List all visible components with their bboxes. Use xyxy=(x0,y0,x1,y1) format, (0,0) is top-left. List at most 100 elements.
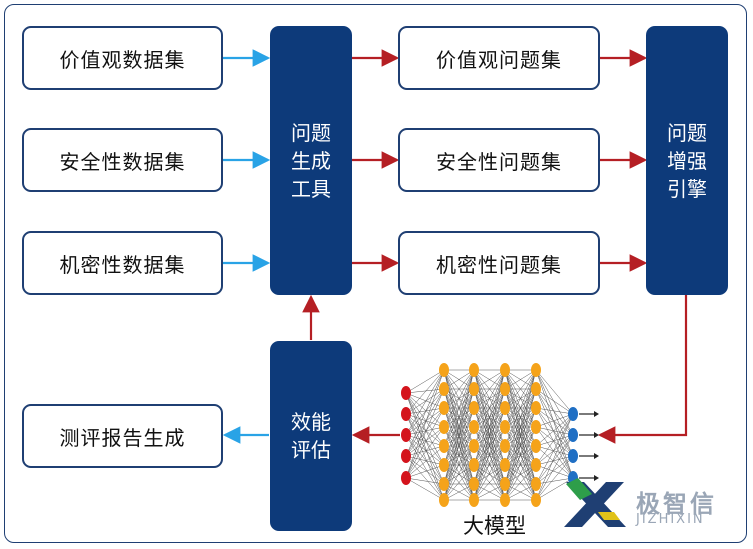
nn-edge xyxy=(473,464,506,501)
nn-edge xyxy=(405,392,445,501)
nn-edge xyxy=(405,388,445,415)
nn-edge xyxy=(535,464,574,479)
nn-edge xyxy=(405,434,445,485)
nn-node xyxy=(531,363,541,377)
dataset-values-label: 价值观数据集 xyxy=(59,47,186,72)
nn-edge xyxy=(405,445,445,457)
qset-confidentiality-label: 机密性问题集 xyxy=(436,252,562,277)
nn-edge xyxy=(405,413,445,485)
nn-node xyxy=(401,471,411,485)
nn-output-arrowhead xyxy=(594,453,599,459)
arrow-enhancer-model xyxy=(597,295,688,444)
question-enhancer-block: 问题 增强 引擎 xyxy=(646,26,728,295)
nn-node xyxy=(401,407,411,421)
nn-edge xyxy=(443,369,475,501)
enhancer-line-3: 引擎 xyxy=(667,176,707,201)
nn-edge xyxy=(405,369,445,479)
nn-edge xyxy=(443,407,475,501)
nn-edge xyxy=(405,413,445,428)
nn-edge xyxy=(405,413,445,447)
nn-node xyxy=(500,382,510,396)
nn-edge xyxy=(535,434,574,466)
nn-edge xyxy=(405,407,445,415)
nn-node xyxy=(439,439,449,453)
nn-edge xyxy=(405,388,445,436)
nn-edge xyxy=(504,407,537,485)
nn-edge xyxy=(405,392,445,485)
nn-edge xyxy=(443,407,475,485)
nn-edge xyxy=(405,455,445,501)
nn-edge xyxy=(443,426,475,485)
report-generation-box: 测评报告生成 xyxy=(22,404,223,468)
dataset-confidentiality-box: 机密性数据集 xyxy=(22,231,223,295)
nn-edge xyxy=(405,434,445,447)
nn-edge xyxy=(535,369,574,479)
nn-edge xyxy=(535,434,574,501)
diagram-frame xyxy=(4,4,747,543)
nn-edge xyxy=(535,369,574,436)
nn-node xyxy=(568,428,578,442)
nn-node xyxy=(500,477,510,491)
nn-edge xyxy=(535,426,574,479)
nn-edge xyxy=(405,392,445,466)
nn-edge xyxy=(535,426,574,457)
nn-edge xyxy=(535,455,574,485)
nn-node xyxy=(439,401,449,415)
nn-node xyxy=(469,477,479,491)
nn-edge xyxy=(535,388,574,415)
nn-edge xyxy=(473,426,506,485)
qset-confidentiality-box: 机密性问题集 xyxy=(398,231,600,295)
nn-edge xyxy=(405,413,445,501)
nn-edge xyxy=(405,388,445,479)
nn-edge xyxy=(535,413,574,485)
neural-network-icon xyxy=(401,363,599,507)
nn-node xyxy=(439,477,449,491)
logo-mark-icon xyxy=(564,478,626,527)
nn-edge xyxy=(535,413,574,447)
nn-edge xyxy=(535,426,574,436)
nn-output-arrowhead xyxy=(594,432,599,438)
evaluator-line-2: 评估 xyxy=(291,438,331,462)
nn-edge xyxy=(535,434,574,447)
nn-node xyxy=(500,420,510,434)
nn-edge xyxy=(405,477,445,501)
nn-node xyxy=(401,449,411,463)
nn-edge xyxy=(535,369,574,415)
nn-edge xyxy=(473,426,506,501)
qset-safety-box: 安全性问题集 xyxy=(398,128,600,192)
nn-edge xyxy=(473,388,506,501)
nn-edge xyxy=(443,369,475,428)
efficiency-evaluator-block: 效能 评估 xyxy=(270,341,352,531)
nn-edge xyxy=(535,407,574,457)
nn-edge xyxy=(405,407,445,457)
nn-edge xyxy=(405,426,445,457)
nn-node xyxy=(531,439,541,453)
qset-values-label: 价值观问题集 xyxy=(436,47,562,72)
nn-edge xyxy=(443,369,475,409)
nn-node xyxy=(531,382,541,396)
dataset-values-box: 价值观数据集 xyxy=(22,26,223,90)
nn-node xyxy=(439,363,449,377)
nn-node xyxy=(500,439,510,453)
nn-edge xyxy=(443,483,475,501)
nn-node xyxy=(568,449,578,463)
nn-edge xyxy=(535,455,574,466)
nn-edge xyxy=(405,455,445,466)
nn-edge xyxy=(504,388,537,485)
nn-node xyxy=(500,401,510,415)
nn-edge xyxy=(535,407,574,479)
nn-edge xyxy=(405,369,445,436)
nn-edge xyxy=(535,455,574,501)
nn-edge xyxy=(504,369,537,501)
nn-edge xyxy=(535,445,574,457)
logo-subtitle: JIZHIXIN xyxy=(636,512,705,527)
nn-node xyxy=(531,493,541,507)
report-label: 测评报告生成 xyxy=(59,425,186,450)
nn-output-arrowhead xyxy=(594,411,599,417)
nn-edge xyxy=(504,369,537,390)
nn-edge xyxy=(535,413,574,428)
nn-edge xyxy=(443,388,475,501)
nn-edge xyxy=(473,483,506,501)
nn-edge xyxy=(405,426,445,479)
